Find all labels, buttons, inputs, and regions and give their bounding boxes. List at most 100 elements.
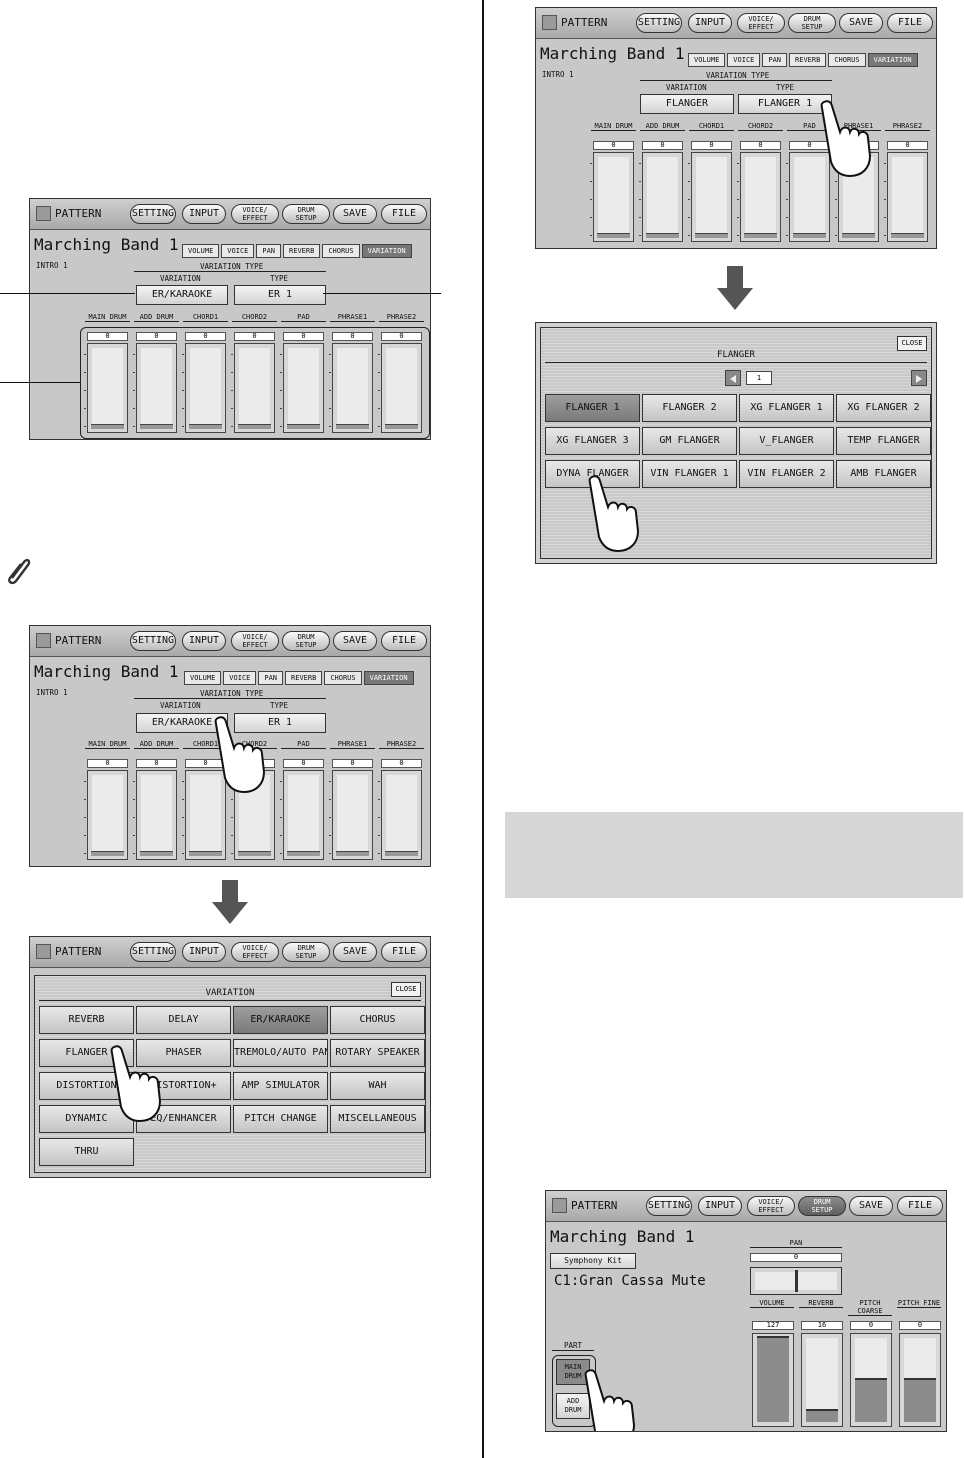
channel-fader[interactable]: [378, 343, 422, 433]
list-item[interactable]: CHORUS: [330, 1006, 425, 1034]
save-button[interactable]: SAVE: [333, 942, 377, 962]
fader-handle[interactable]: [793, 233, 826, 238]
list-item[interactable]: VIN FLANGER 2: [739, 460, 834, 488]
list-item[interactable]: TEMP FLANGER: [836, 427, 931, 455]
tab-pan[interactable]: PAN: [258, 671, 284, 685]
drum-setup-button[interactable]: DRUM SETUP: [282, 204, 330, 224]
tab-chorus[interactable]: CHORUS: [324, 671, 362, 685]
fader-handle[interactable]: [238, 851, 271, 856]
setting-button[interactable]: SETTING: [130, 942, 176, 962]
tab-reverb[interactable]: REVERB: [283, 244, 321, 258]
list-item[interactable]: XG FLANGER 1: [739, 394, 834, 422]
list-item[interactable]: XG FLANGER 3: [545, 427, 640, 455]
list-item[interactable]: XG FLANGER 2: [836, 394, 931, 422]
drum-setup-button[interactable]: DRUM SETUP: [282, 631, 330, 651]
type-select-button[interactable]: ER 1: [234, 285, 326, 305]
channel-fader[interactable]: [884, 152, 928, 242]
fader-handle[interactable]: [287, 851, 320, 856]
fader-handle[interactable]: [646, 233, 679, 238]
channel-fader[interactable]: [329, 343, 373, 433]
voice-effect-button[interactable]: VOICE/ EFFECT: [231, 631, 279, 651]
fader-handle[interactable]: [238, 424, 271, 429]
tab-variation[interactable]: VARIATION: [867, 53, 918, 67]
fader-handle[interactable]: [891, 233, 924, 238]
tab-reverb[interactable]: REVERB: [789, 53, 827, 67]
variation-select-button[interactable]: ER/KARAOKE: [136, 713, 228, 733]
voice-effect-button[interactable]: VOICE/ EFFECT: [231, 204, 279, 224]
list-item[interactable]: DYNAMIC: [39, 1105, 134, 1133]
list-item[interactable]: VIN FLANGER 1: [642, 460, 737, 488]
input-button[interactable]: INPUT: [182, 204, 226, 224]
drum-fader[interactable]: [850, 1333, 892, 1427]
voice-effect-button[interactable]: VOICE/ EFFECT: [737, 13, 785, 33]
fader-handle[interactable]: [695, 233, 728, 238]
file-button[interactable]: FILE: [381, 204, 427, 224]
tab-variation[interactable]: VARIATION: [361, 244, 412, 258]
close-button[interactable]: CLOSE: [897, 336, 927, 351]
fader-handle[interactable]: [385, 424, 418, 429]
fader-handle[interactable]: [189, 424, 222, 429]
file-button[interactable]: FILE: [887, 13, 933, 33]
tab-pan[interactable]: PAN: [762, 53, 788, 67]
tab-chorus[interactable]: CHORUS: [322, 244, 360, 258]
save-button[interactable]: SAVE: [839, 13, 883, 33]
channel-fader[interactable]: [280, 770, 324, 860]
fader-handle[interactable]: [336, 424, 369, 429]
pan-slider[interactable]: [750, 1267, 842, 1295]
list-item[interactable]: AMB FLANGER: [836, 460, 931, 488]
fader-handle[interactable]: [189, 851, 222, 856]
page-prev-button[interactable]: [725, 370, 741, 386]
drum-fader[interactable]: [801, 1333, 843, 1427]
part-add-drum-button[interactable]: ADD DRUM: [556, 1393, 590, 1419]
list-item[interactable]: FLANGER 1: [545, 394, 640, 422]
pan-slider-handle[interactable]: [795, 1270, 798, 1292]
list-item[interactable]: REVERB: [39, 1006, 134, 1034]
file-button[interactable]: FILE: [381, 942, 427, 962]
tab-chorus[interactable]: CHORUS: [828, 53, 866, 67]
type-select-button[interactable]: FLANGER 1: [738, 94, 832, 114]
file-button[interactable]: FILE: [897, 1196, 943, 1216]
input-button[interactable]: INPUT: [698, 1196, 742, 1216]
tab-variation[interactable]: VARIATION: [363, 671, 414, 685]
channel-fader[interactable]: [182, 770, 226, 860]
tab-volume[interactable]: VOLUME: [184, 671, 222, 685]
input-button[interactable]: INPUT: [688, 13, 732, 33]
channel-fader[interactable]: [688, 152, 732, 242]
input-button[interactable]: INPUT: [182, 631, 226, 651]
fader-handle[interactable]: [287, 424, 320, 429]
fader-handle[interactable]: [140, 851, 173, 856]
list-item[interactable]: DELAY: [136, 1006, 231, 1034]
list-item[interactable]: FLANGER 2: [642, 394, 737, 422]
channel-fader[interactable]: [590, 152, 634, 242]
channel-fader[interactable]: [329, 770, 373, 860]
drum-fader[interactable]: [899, 1333, 941, 1427]
voice-effect-button[interactable]: VOICE/ EFFECT: [747, 1196, 795, 1216]
list-item[interactable]: DYNA FLANGER: [545, 460, 640, 488]
tab-voice[interactable]: VOICE: [223, 671, 257, 685]
channel-fader[interactable]: [182, 343, 226, 433]
drum-setup-button[interactable]: DRUM SETUP: [788, 13, 836, 33]
drum-setup-button[interactable]: DRUM SETUP: [282, 942, 330, 962]
list-item[interactable]: THRU: [39, 1138, 134, 1166]
list-item[interactable]: ER/KARAOKE: [233, 1006, 328, 1034]
list-item[interactable]: MISCELLANEOUS: [330, 1105, 425, 1133]
setting-button[interactable]: SETTING: [130, 631, 176, 651]
fader-handle[interactable]: [91, 851, 124, 856]
list-item[interactable]: ROTARY SPEAKER: [330, 1039, 425, 1067]
fader-handle[interactable]: [842, 233, 875, 238]
variation-select-button[interactable]: ER/KARAOKE: [136, 285, 228, 305]
list-item[interactable]: V_FLANGER: [739, 427, 834, 455]
save-button[interactable]: SAVE: [333, 204, 377, 224]
variation-select-button[interactable]: FLANGER: [640, 94, 734, 114]
tab-voice[interactable]: VOICE: [221, 244, 255, 258]
tab-pan[interactable]: PAN: [256, 244, 282, 258]
save-button[interactable]: SAVE: [333, 631, 377, 651]
type-select-button[interactable]: ER 1: [234, 713, 326, 733]
channel-fader[interactable]: [133, 770, 177, 860]
tab-volume[interactable]: VOLUME: [182, 244, 220, 258]
fader-handle[interactable]: [140, 424, 173, 429]
close-button[interactable]: CLOSE: [391, 982, 421, 997]
list-item[interactable]: TREMOLO/AUTO PAN: [233, 1039, 328, 1067]
channel-fader[interactable]: [786, 152, 830, 242]
list-item[interactable]: AMP SIMULATOR: [233, 1072, 328, 1100]
